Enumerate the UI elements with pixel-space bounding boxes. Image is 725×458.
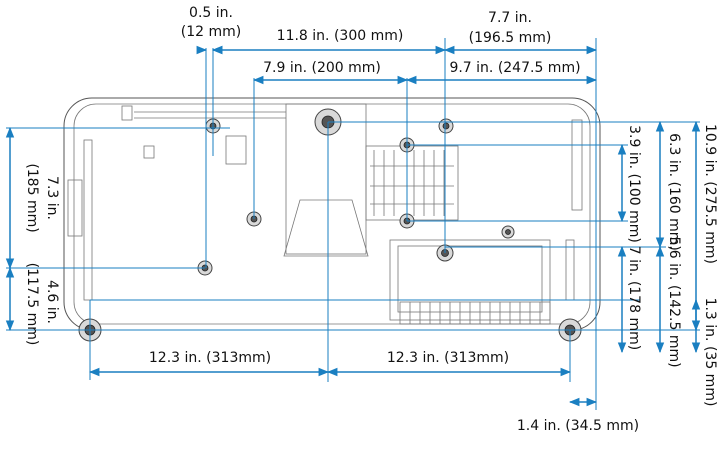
projector-body — [63, 97, 601, 342]
label-185mm: (185 mm) — [24, 163, 40, 232]
label-117-5mm: (117.5 mm) — [24, 263, 40, 346]
label-196-5mm: (196.5 mm) — [469, 30, 552, 46]
lens-housing-flare — [283, 199, 369, 257]
top-left-tab — [121, 105, 133, 121]
label-1-3in: 1.3 in. (35 mm) — [702, 298, 718, 407]
label-5-6in: 5.6 in. (142.5 mm) — [666, 236, 682, 367]
label-12mm: (12 mm) — [181, 24, 241, 40]
extension-lines — [6, 38, 700, 410]
left-bracket — [225, 135, 247, 165]
right-vent-strip — [571, 119, 583, 211]
label-4-6in: 4.6 in. — [44, 280, 60, 324]
left-small-mark — [143, 145, 155, 159]
bottom-fin-grille — [399, 301, 551, 325]
right-lower-strip — [565, 239, 575, 301]
right-labels: 3.9 in. (100 mm) 6.3 in. (160 mm) 10.9 i… — [626, 124, 718, 406]
label-9-7in: 9.7 in. (247.5 mm) — [449, 60, 580, 76]
left-labels: 7.3 in. (185 mm) 4.6 in. (117.5 mm) — [24, 163, 60, 345]
left-grille — [67, 179, 83, 237]
label-7-7in: 7.7 in. — [488, 10, 532, 26]
label-12-3in-left: 12.3 in. (313mm) — [149, 350, 271, 366]
top-labels: 0.5 in. (12 mm) 11.8 in. (300 mm) 7.7 in… — [181, 5, 581, 76]
heat-sink-grille — [365, 145, 459, 221]
mount-hole-6 — [438, 118, 454, 134]
screw-small — [501, 225, 515, 239]
label-7in: 7 in. (178 mm) — [626, 246, 642, 350]
label-12-3in-right: 12.3 in. (313mm) — [387, 350, 509, 366]
label-3-9in: 3.9 in. (100 mm) — [626, 125, 642, 243]
label-0-5in: 0.5 in. — [189, 5, 233, 21]
label-7-9in: 7.9 in. (200 mm) — [263, 60, 381, 76]
label-10-9in: 10.9 in. (275.5 mm) — [702, 124, 718, 264]
label-1-4in: 1.4 in. (34.5 mm) — [517, 418, 639, 434]
bottom-labels: 12.3 in. (313mm) 12.3 in. (313mm) 1.4 in… — [149, 350, 639, 434]
label-6-3in: 6.3 in. (160 mm) — [666, 133, 682, 251]
left-vent-strip — [83, 139, 93, 301]
projector-inner-outline — [73, 103, 591, 325]
label-7-3in: 7.3 in. — [44, 176, 60, 220]
label-11-8in: 11.8 in. (300 mm) — [277, 28, 404, 44]
dimension-arrows — [5, 45, 701, 407]
